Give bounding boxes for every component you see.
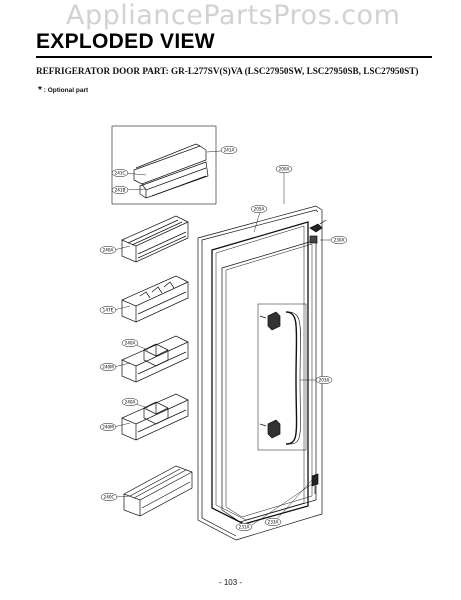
callout-241C-text: 241C [115, 171, 126, 176]
page-number: - 103 - [218, 578, 243, 587]
leader-lines [113, 149, 331, 526]
door-bin-2 [121, 275, 189, 323]
title-rule [36, 56, 432, 58]
callout-147E [99, 305, 117, 315]
callout-231A [235, 522, 253, 532]
door-assembly [197, 205, 327, 541]
page-title: EXPLODED VIEW [36, 30, 215, 53]
callout-240A-2 [121, 338, 139, 348]
callout-233A [264, 517, 282, 527]
bottom-hinge-bushing [311, 473, 319, 487]
optional-part-note: * : Optional part [38, 85, 88, 96]
callout-205A [250, 204, 268, 214]
top-hinge-cap [309, 223, 323, 233]
callout-230A [330, 235, 348, 245]
callout-203A [315, 375, 333, 385]
callout-147E-text: 147E [103, 308, 114, 313]
callout-205A-text: 205A [254, 207, 265, 212]
handle-bracket-bottom [267, 419, 281, 439]
door-gasket [211, 221, 309, 525]
callout-200A-text: 200A [279, 167, 290, 172]
callout-240A-2-text: 240A [125, 341, 136, 346]
optional-note-text: : Optional part [43, 87, 89, 94]
dairy-bin-box [111, 125, 217, 205]
callout-240A-3-text: 240A [125, 400, 136, 405]
door-bin-1 [121, 215, 189, 263]
callout-240M-2-text: 240M [102, 425, 114, 430]
callout-240A-3 [121, 397, 139, 407]
callout-240A [99, 245, 117, 255]
door-liner [221, 239, 317, 523]
callout-labels [99, 145, 348, 532]
callout-203A-text: 203A [319, 378, 330, 383]
callout-233A-text: 233A [268, 520, 279, 525]
door-bin-3 [121, 335, 189, 383]
callout-240M-text: 240M [102, 365, 114, 370]
callout-240M-2 [99, 422, 117, 432]
door-switch [309, 235, 318, 244]
optional-star: * [38, 85, 42, 96]
handle-mount-area [257, 303, 307, 451]
callout-200A [275, 164, 293, 174]
dairy-bin-group [111, 125, 217, 205]
door-bin-5 [123, 465, 193, 517]
page-subtitle: REFRIGERATOR DOOR PART: GR-L277SV(S)VA (… [36, 66, 419, 76]
callout-241B-text: 241B [115, 188, 126, 193]
door-outer-frame [197, 205, 323, 541]
callout-241B [111, 185, 129, 195]
dairy-bin-lid [133, 145, 207, 185]
callout-240C [100, 492, 118, 502]
callout-241C [111, 168, 129, 178]
handle-bracket-top [267, 311, 281, 331]
callout-241A [220, 145, 238, 155]
callout-231A-text: 231A [239, 525, 250, 530]
callout-240M [99, 362, 117, 372]
callout-240C-text: 240C [104, 495, 115, 500]
callout-241A-text: 241A [224, 148, 235, 153]
watermark: AppliancePartsPros.com [66, 0, 401, 31]
callout-230A-text: 230A [334, 238, 345, 243]
door-bin-4 [121, 393, 189, 441]
callout-240A-text: 240A [103, 248, 114, 253]
door-handle [285, 311, 298, 445]
